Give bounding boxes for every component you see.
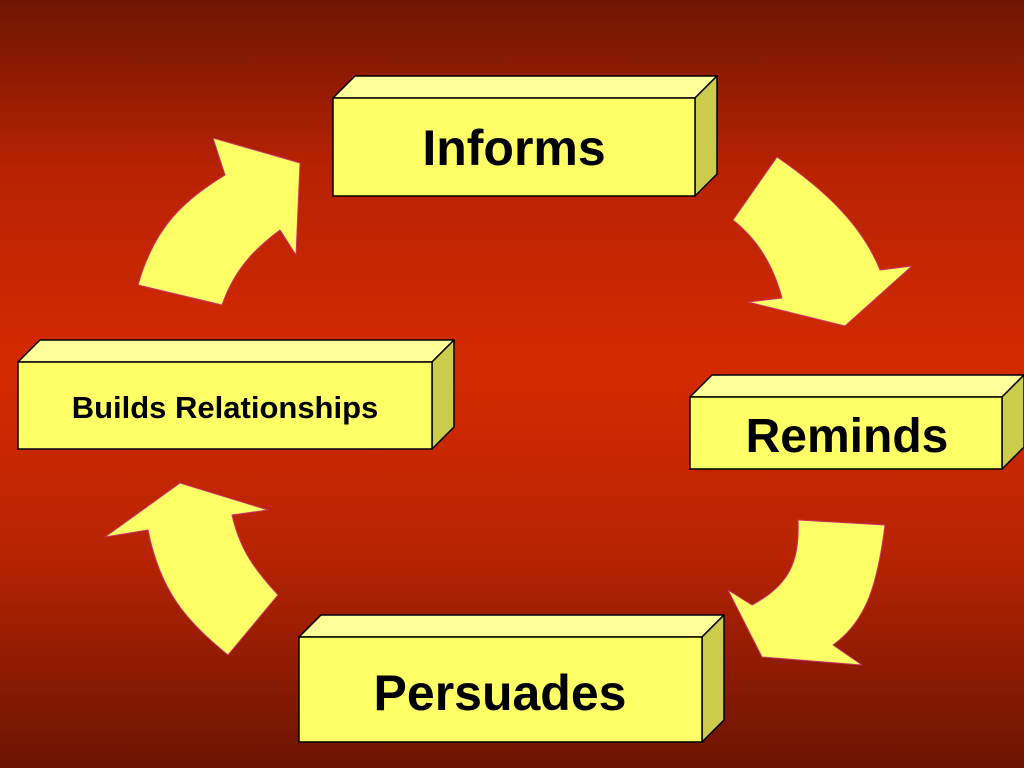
arrow-builds-to-informs [137,137,301,306]
node-reminds-label: Reminds [746,410,949,463]
node-builds-relationships-label: Builds Relationships [72,390,379,425]
node-builds-relationships-front [17,361,433,450]
node-reminds: Reminds [689,374,1024,470]
node-informs-front [332,97,696,197]
node-reminds-top [689,374,1024,398]
node-persuades-side [701,614,725,743]
arrow-informs-to-reminds [732,156,913,327]
node-informs-top [332,75,718,99]
node-builds-relationships: Builds Relationships [17,339,455,450]
node-persuades-top [298,614,725,638]
node-persuades-front [298,636,703,743]
node-informs-label: Informs [422,120,605,176]
arrow-reminds-to-persuades [727,519,886,666]
node-informs-side [694,75,718,197]
node-builds-relationships-top [17,339,455,363]
node-persuades-label: Persuades [374,665,627,721]
node-persuades: Persuades [298,614,725,743]
node-reminds-front [689,396,1003,470]
node-informs: Informs [332,75,718,197]
arrow-persuades-to-builds [104,482,279,656]
